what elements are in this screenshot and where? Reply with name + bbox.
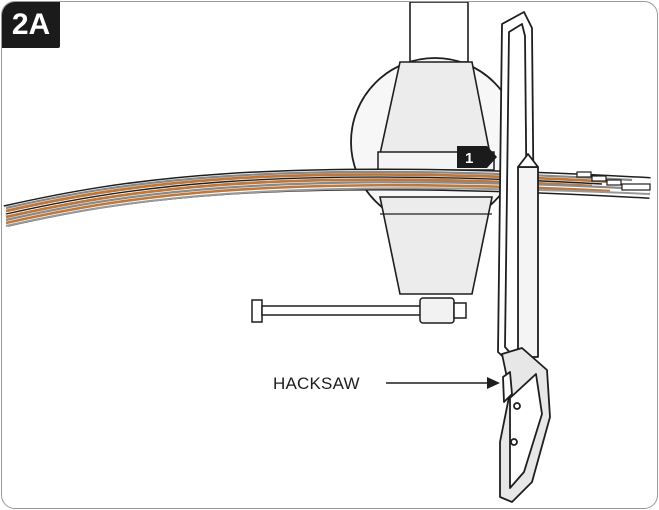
step-badge: 2A bbox=[2, 2, 60, 48]
hacksaw bbox=[497, 11, 551, 503]
marker-1: 1 bbox=[457, 146, 497, 168]
strand-ends bbox=[576, 171, 651, 191]
cable-bundle bbox=[3, 168, 651, 227]
clamp-rod bbox=[251, 297, 467, 324]
lower-housing bbox=[379, 196, 493, 295]
hacksaw-label: HACKSAW bbox=[273, 374, 360, 393]
upper-housing bbox=[379, 61, 491, 155]
hacksaw-callout-arrow bbox=[386, 377, 500, 389]
mounting-shaft bbox=[409, 2, 469, 63]
marker-1-text: 1 bbox=[465, 150, 473, 167]
